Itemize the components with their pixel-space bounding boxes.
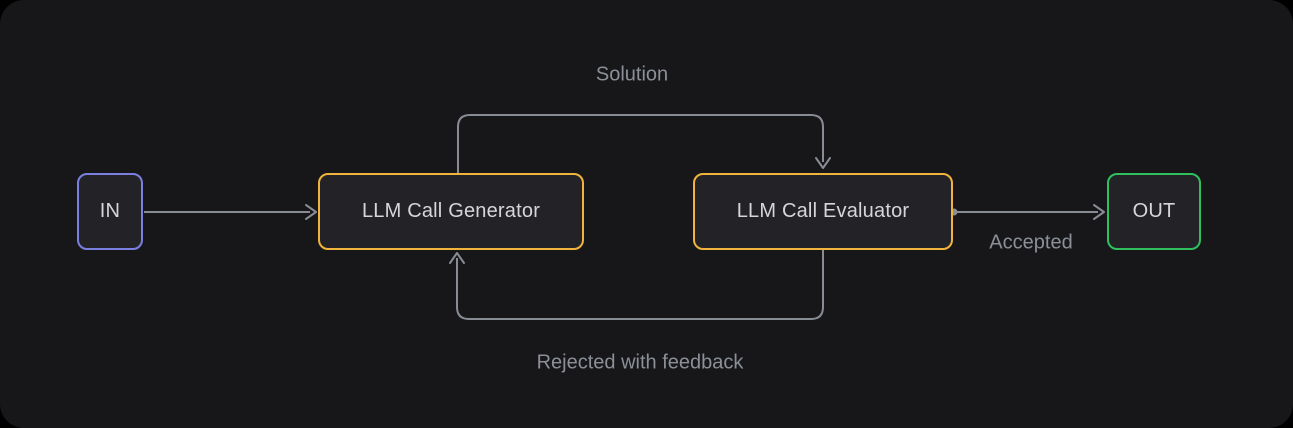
edge-label-accepted: Accepted — [989, 231, 1073, 254]
edge-evaluator-to-generator — [449, 250, 824, 320]
edge-in-to-generator — [144, 204, 317, 220]
edge-generator-to-evaluator — [457, 114, 831, 173]
edge-evaluator-to-out — [950, 204, 1105, 220]
node-llm-call-generator[interactable]: LLM Call Generator — [318, 173, 584, 250]
arrowhead-down-icon — [815, 157, 831, 169]
node-llm-call-generator-label: LLM Call Generator — [361, 200, 541, 222]
node-llm-call-evaluator-label: LLM Call Evaluator — [736, 200, 910, 222]
edge-label-rejected-with-feedback: Rejected with feedback — [536, 351, 744, 374]
node-out-label: OUT — [1132, 200, 1176, 222]
arrowhead-up-icon — [449, 252, 465, 264]
edge-label-solution: Solution — [595, 63, 669, 86]
node-llm-call-evaluator[interactable]: LLM Call Evaluator — [693, 173, 953, 250]
arrowhead-right-icon — [1093, 204, 1105, 220]
arrowhead-right-icon — [305, 204, 317, 220]
node-in[interactable]: IN — [77, 173, 143, 250]
node-out[interactable]: OUT — [1107, 173, 1201, 250]
node-in-label: IN — [99, 200, 121, 222]
